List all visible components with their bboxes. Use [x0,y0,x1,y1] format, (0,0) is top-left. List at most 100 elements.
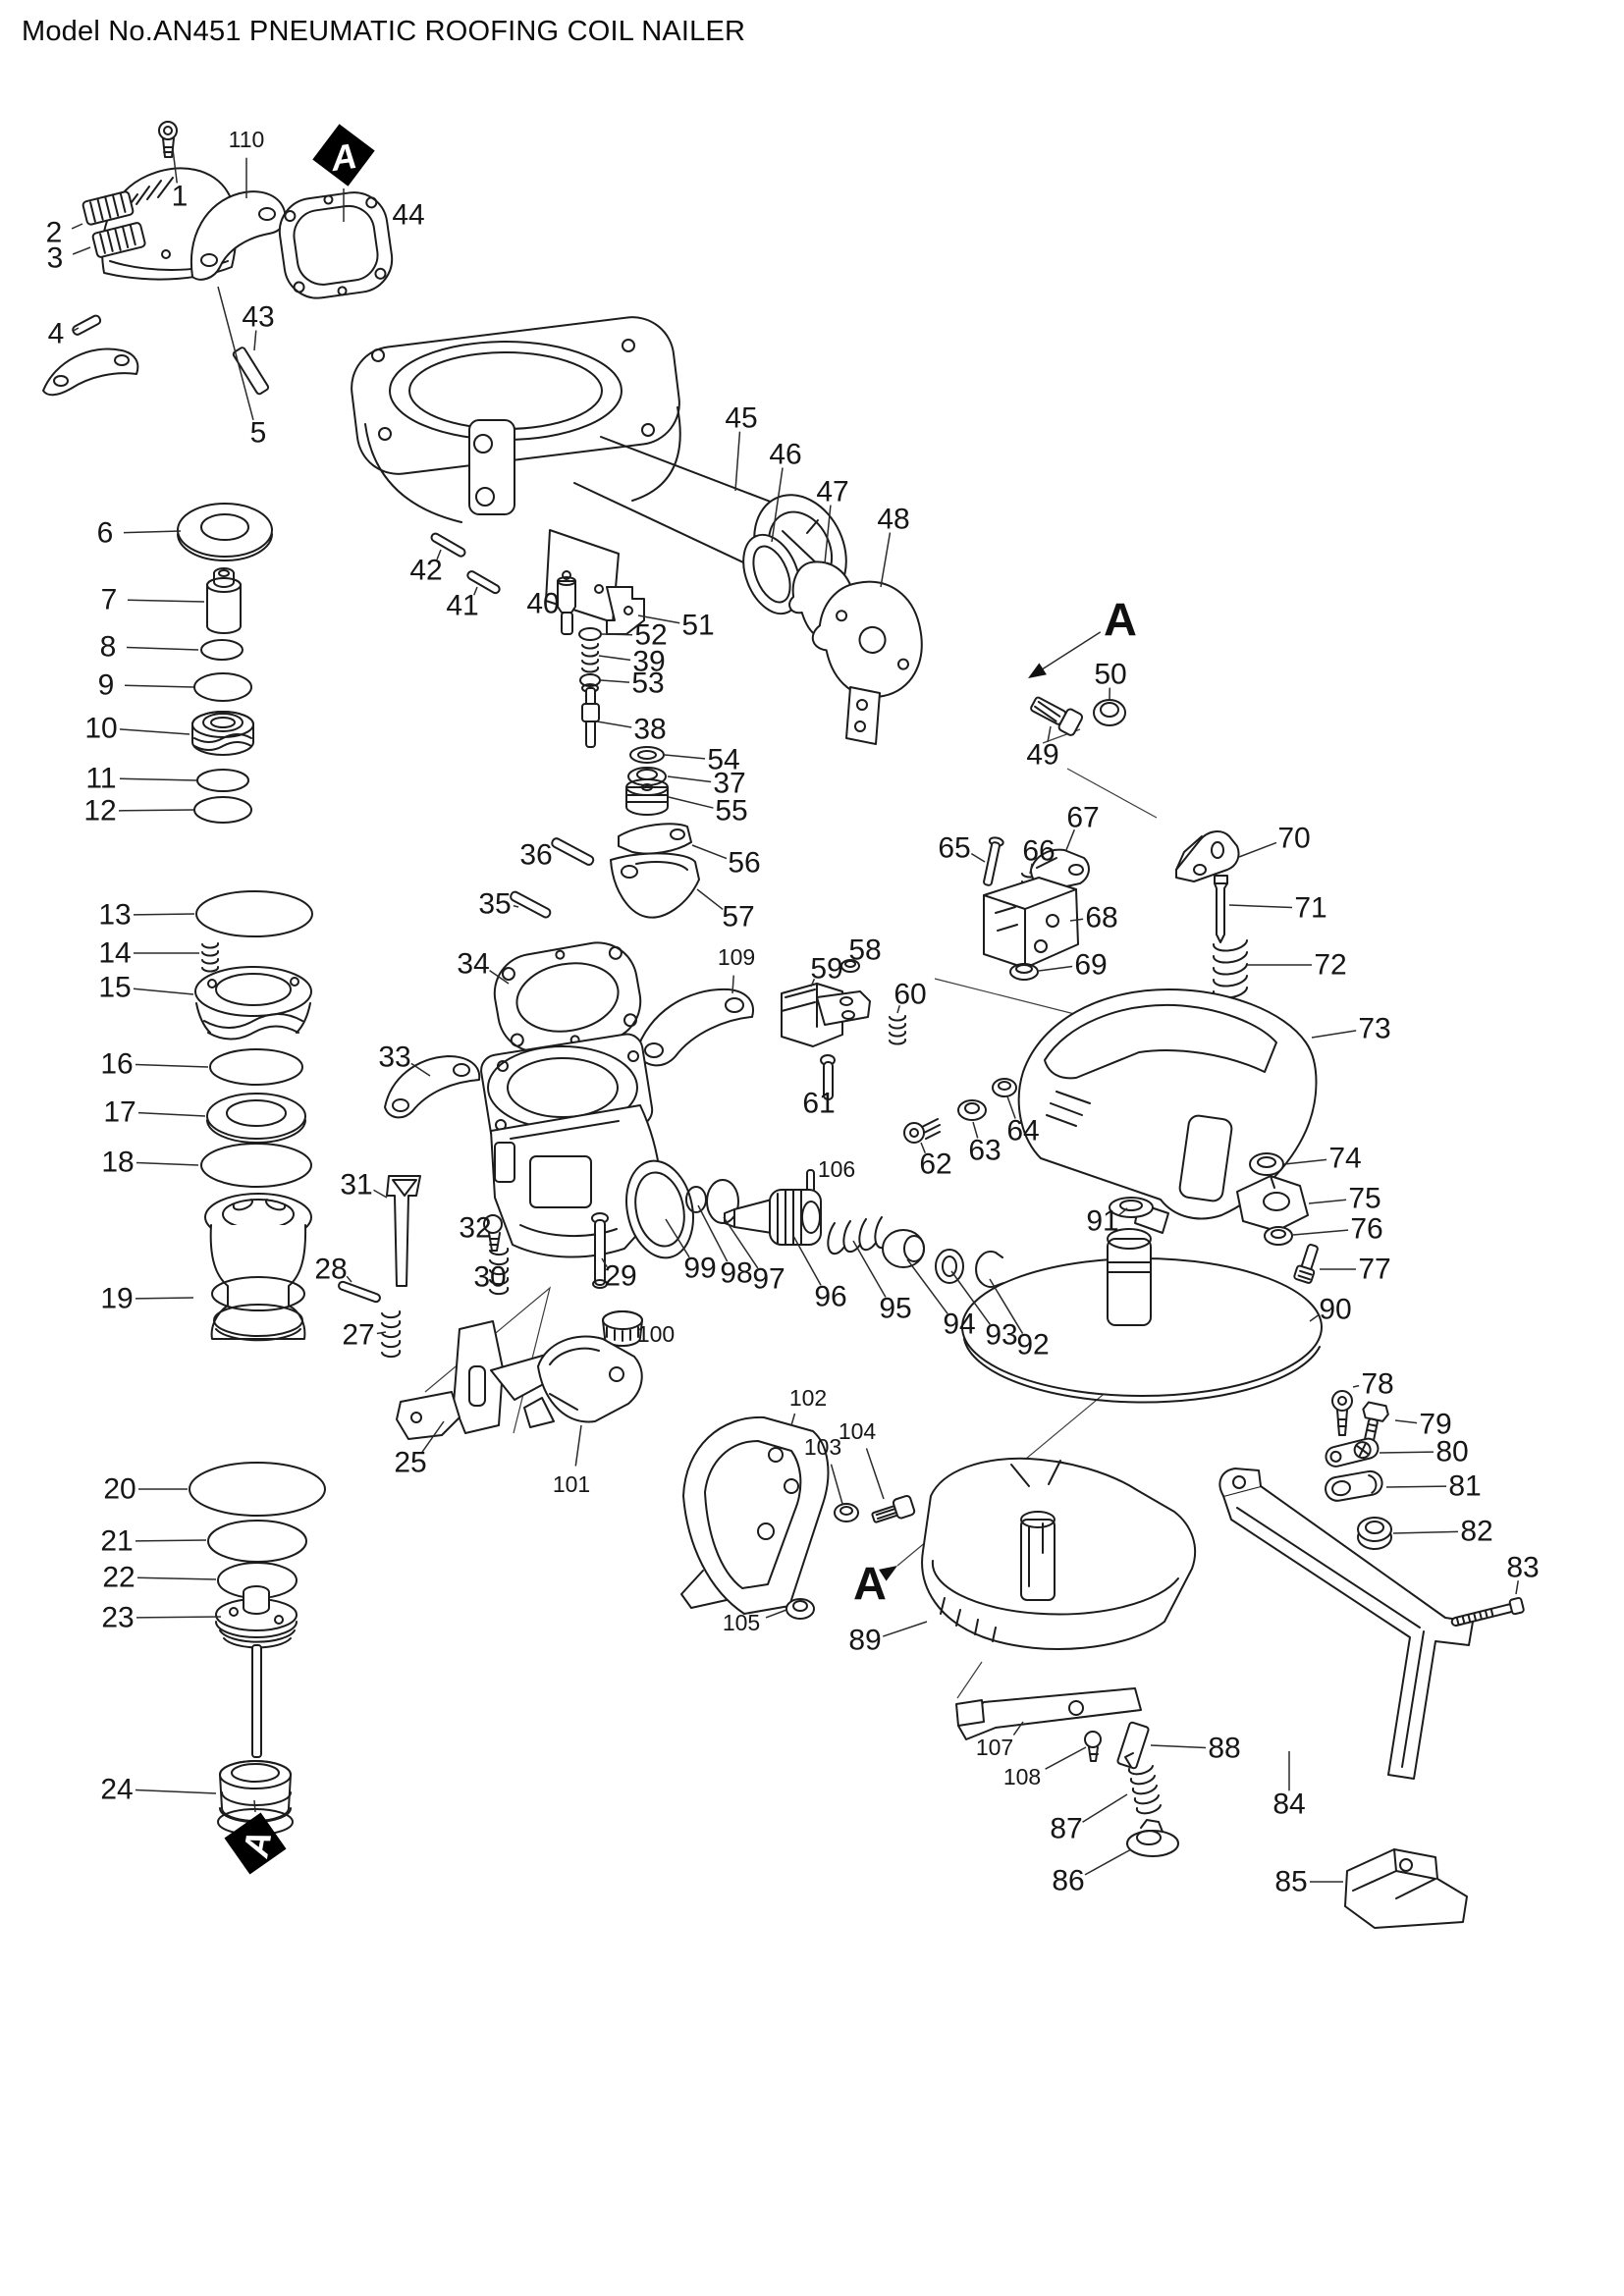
part-shape-1-screw [158,121,178,158]
part-label-21: 21 [100,1525,133,1558]
part-label-55: 55 [715,795,747,828]
part-label-38: 38 [633,714,666,746]
part-label-8: 8 [100,631,117,664]
leader-line-28 [346,1275,352,1283]
part-label-10: 10 [84,713,117,745]
leader-line-17 [137,1111,206,1117]
leader-line-31 [373,1189,388,1199]
part-label-61: 61 [802,1088,835,1120]
part-label-91: 91 [1086,1205,1118,1238]
leader-line-96 [792,1235,822,1286]
brand-logo-diamond-icon [224,1812,287,1875]
brand-logo-letter: A [328,135,359,179]
part-label-53: 53 [631,667,664,700]
part-label-50: 50 [1094,659,1126,691]
part-shape-40 [557,576,576,635]
part-label-6: 6 [97,517,114,550]
part-label-63: 63 [968,1135,1001,1167]
part-label-88: 88 [1208,1733,1240,1765]
part-shape-80-plate [1325,1437,1380,1468]
part-shape-11 [196,769,249,792]
part-label-51: 51 [681,610,714,642]
leader-line-6 [123,530,182,534]
part-label-27: 27 [342,1319,374,1352]
part-shape-87-spring [1124,1752,1162,1815]
leader-line-92 [989,1278,1024,1334]
part-shape-104-screw [871,1494,916,1523]
part-shape-94-bushing [882,1229,925,1268]
leader-line-33 [410,1062,431,1077]
part-shape-97 [706,1179,739,1224]
leader-line-67 [1065,828,1075,851]
part-shape-18 [200,1143,312,1188]
part-label-94: 94 [943,1308,975,1341]
part-label-84: 84 [1272,1789,1305,1821]
part-label-19: 19 [100,1283,133,1315]
part-shape-59-valve [781,983,871,1047]
part-label-9: 9 [98,669,115,702]
part-shape-50-grommet [1093,699,1126,726]
part-label-54: 54 [707,744,739,776]
part-shape-83-screw [1450,1596,1525,1628]
leader-line-25 [421,1420,445,1453]
part-label-108: 108 [1003,1764,1041,1789]
part-shape-43-strip [232,347,270,396]
part-label-80: 80 [1435,1436,1468,1468]
part-shape-46 [742,533,801,615]
part-shape-34-gasket [493,941,642,1053]
leader-line-54 [664,754,706,760]
part-label-46: 46 [769,439,801,471]
part-shape-3 [91,222,146,258]
part-label-78: 78 [1361,1368,1393,1401]
leader-line-15 [133,988,194,995]
part-label-59: 59 [810,953,842,986]
part-shape-75-cam [1236,1175,1309,1232]
part-label-92: 92 [1016,1329,1049,1362]
part-shape-48 [811,580,923,745]
part-label-1: 1 [172,181,189,213]
part-label-34: 34 [457,948,489,981]
part-label-33: 33 [378,1041,410,1074]
part-label-12: 12 [83,795,116,828]
leader-line-57 [696,888,724,911]
leader-line-76 [1292,1229,1349,1236]
part-shape-105-nut [785,1598,815,1620]
part-shape-49-screw [1030,696,1084,736]
part-shape-20 [189,1462,326,1517]
leader-line-78 [1352,1384,1360,1388]
leader-line-21 [135,1539,207,1542]
leader-line-98 [697,1204,729,1262]
part-label-20: 20 [103,1473,135,1506]
leader-line-109 [731,975,734,994]
part-label-66: 66 [1022,835,1055,868]
leader-line-22 [136,1576,217,1580]
part-shape-16 [209,1048,303,1086]
part-shape-42-pin [430,532,466,558]
part-shape-62-screw [903,1118,941,1144]
leader-line-5 [217,286,254,421]
leader-line-107 [1012,1721,1024,1735]
part-label-44: 44 [392,199,424,232]
leader-line-89 [882,1621,928,1637]
part-label-37: 37 [713,768,745,800]
part-shape-58 [840,959,860,973]
part-label-30: 30 [473,1261,506,1294]
leader-line-86 [1084,1848,1132,1876]
brand-logo-2: A [224,1812,287,1875]
part-label-67: 67 [1066,802,1099,834]
leader-line-87 [1082,1793,1128,1823]
part-label-81: 81 [1448,1470,1481,1503]
part-shape-10 [191,711,254,756]
leader-line-80 [1379,1451,1435,1454]
leader-line-34 [489,970,510,985]
leader-line-75 [1308,1199,1347,1204]
part-label-48: 48 [877,504,909,536]
leader-line-27 [376,1331,387,1335]
leader-line-46 [771,467,784,543]
view-marker-letter: A [1104,594,1137,646]
leader-line-91 [1118,1207,1128,1216]
leader-line-105 [765,1609,787,1619]
part-shape-53 [579,673,601,687]
